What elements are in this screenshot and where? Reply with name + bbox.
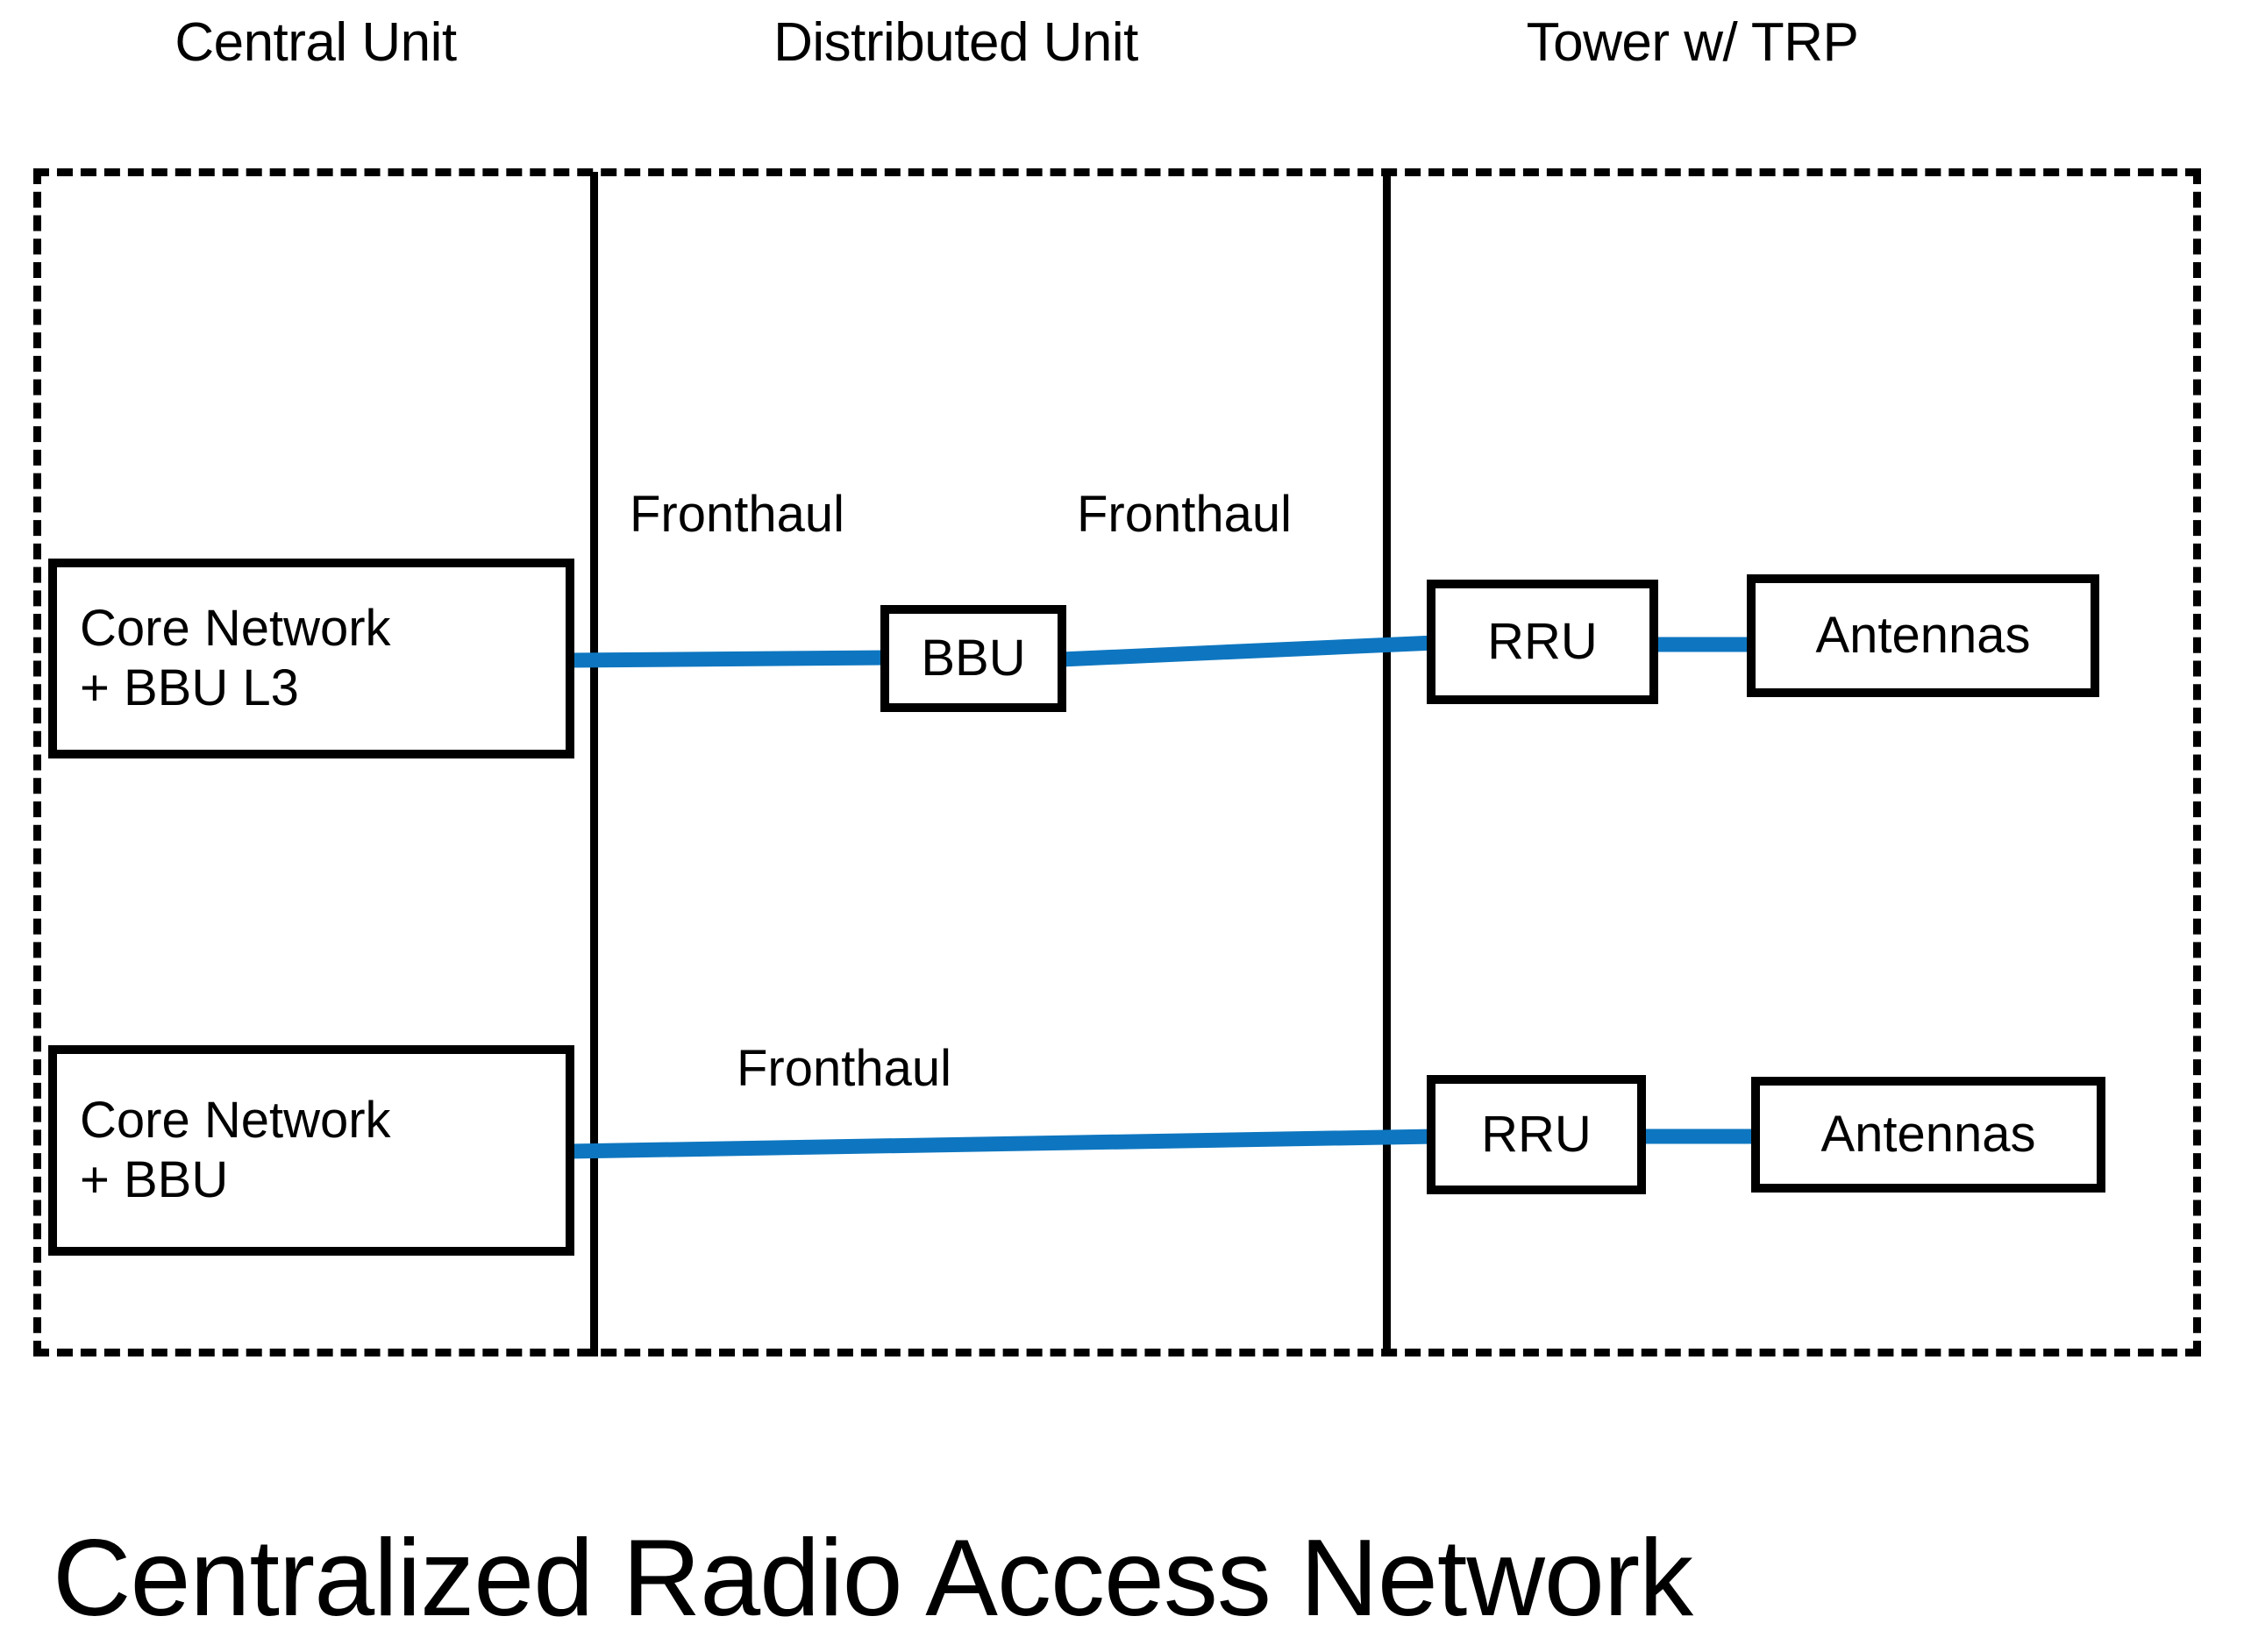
node-label: RRU: [1487, 613, 1598, 671]
column-divider-1: [590, 172, 598, 1356]
node-bbu[interactable]: BBU: [880, 605, 1066, 712]
node-rru-upper[interactable]: RRU: [1427, 580, 1658, 704]
link-label-fronthaul-cu-to-rru: Fronthaul: [737, 1040, 952, 1097]
column-header-central-unit: Central Unit: [175, 12, 457, 73]
link-label-fronthaul-cu-to-bbu: Fronthaul: [630, 486, 845, 543]
node-label: Core Network + BBU: [80, 1092, 391, 1208]
ran-boundary-dashed-region: [33, 168, 2201, 1356]
node-label: Antennas: [1820, 1106, 2036, 1164]
node-antennas-upper[interactable]: Antennas: [1747, 574, 2099, 697]
node-rru-lower[interactable]: RRU: [1427, 1075, 1646, 1194]
node-label: RRU: [1481, 1106, 1592, 1164]
node-label: BBU: [921, 630, 1026, 687]
column-header-tower-trp: Tower w/ TRP: [1526, 12, 1859, 73]
column-header-distributed-unit: Distributed Unit: [773, 12, 1138, 73]
link-label-fronthaul-bbu-to-rru: Fronthaul: [1077, 486, 1293, 543]
node-core-network-bbu[interactable]: Core Network + BBU: [48, 1045, 574, 1256]
node-antennas-lower[interactable]: Antennas: [1751, 1077, 2105, 1193]
node-label: Core Network + BBU L3: [80, 600, 391, 716]
node-core-network-bbu-l3[interactable]: Core Network + BBU L3: [48, 559, 574, 758]
diagram-caption: Centralized Radio Access Network: [53, 1518, 1693, 1639]
column-divider-2: [1383, 172, 1391, 1356]
node-label: Antennas: [1815, 607, 2031, 665]
